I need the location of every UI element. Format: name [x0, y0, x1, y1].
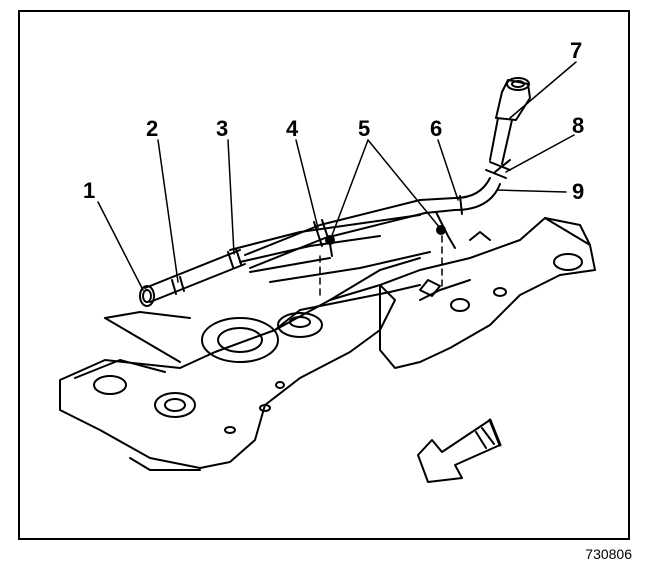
callout-leaders	[97, 61, 577, 291]
callout-9: 9	[572, 179, 584, 204]
callout-5: 5	[358, 116, 370, 141]
diagram-frame	[18, 10, 630, 540]
leader-3	[227, 139, 235, 255]
leader-8	[505, 134, 575, 173]
forward-direction-arrow	[417, 418, 502, 483]
leader-7	[509, 61, 577, 119]
callout-3: 3	[216, 116, 228, 141]
leader-2	[157, 139, 179, 283]
leader-6	[437, 139, 459, 201]
callout-8: 8	[572, 113, 584, 138]
callout-labels: 1 2 3 4 5 6 7 8 9	[83, 38, 584, 204]
callout-6: 6	[430, 116, 442, 141]
leader-9	[496, 189, 567, 193]
leader-4	[295, 139, 319, 229]
callout-4: 4	[286, 116, 299, 141]
fuel-filler-pipe	[139, 77, 531, 307]
leader-1	[97, 201, 144, 291]
figure-id: 730806	[585, 546, 632, 562]
vehicle-frame	[59, 214, 596, 471]
leader-5b	[367, 139, 441, 229]
callout-2: 2	[146, 116, 158, 141]
callout-1: 1	[83, 178, 95, 203]
leader-5a	[330, 139, 369, 239]
callout-7: 7	[570, 38, 582, 63]
